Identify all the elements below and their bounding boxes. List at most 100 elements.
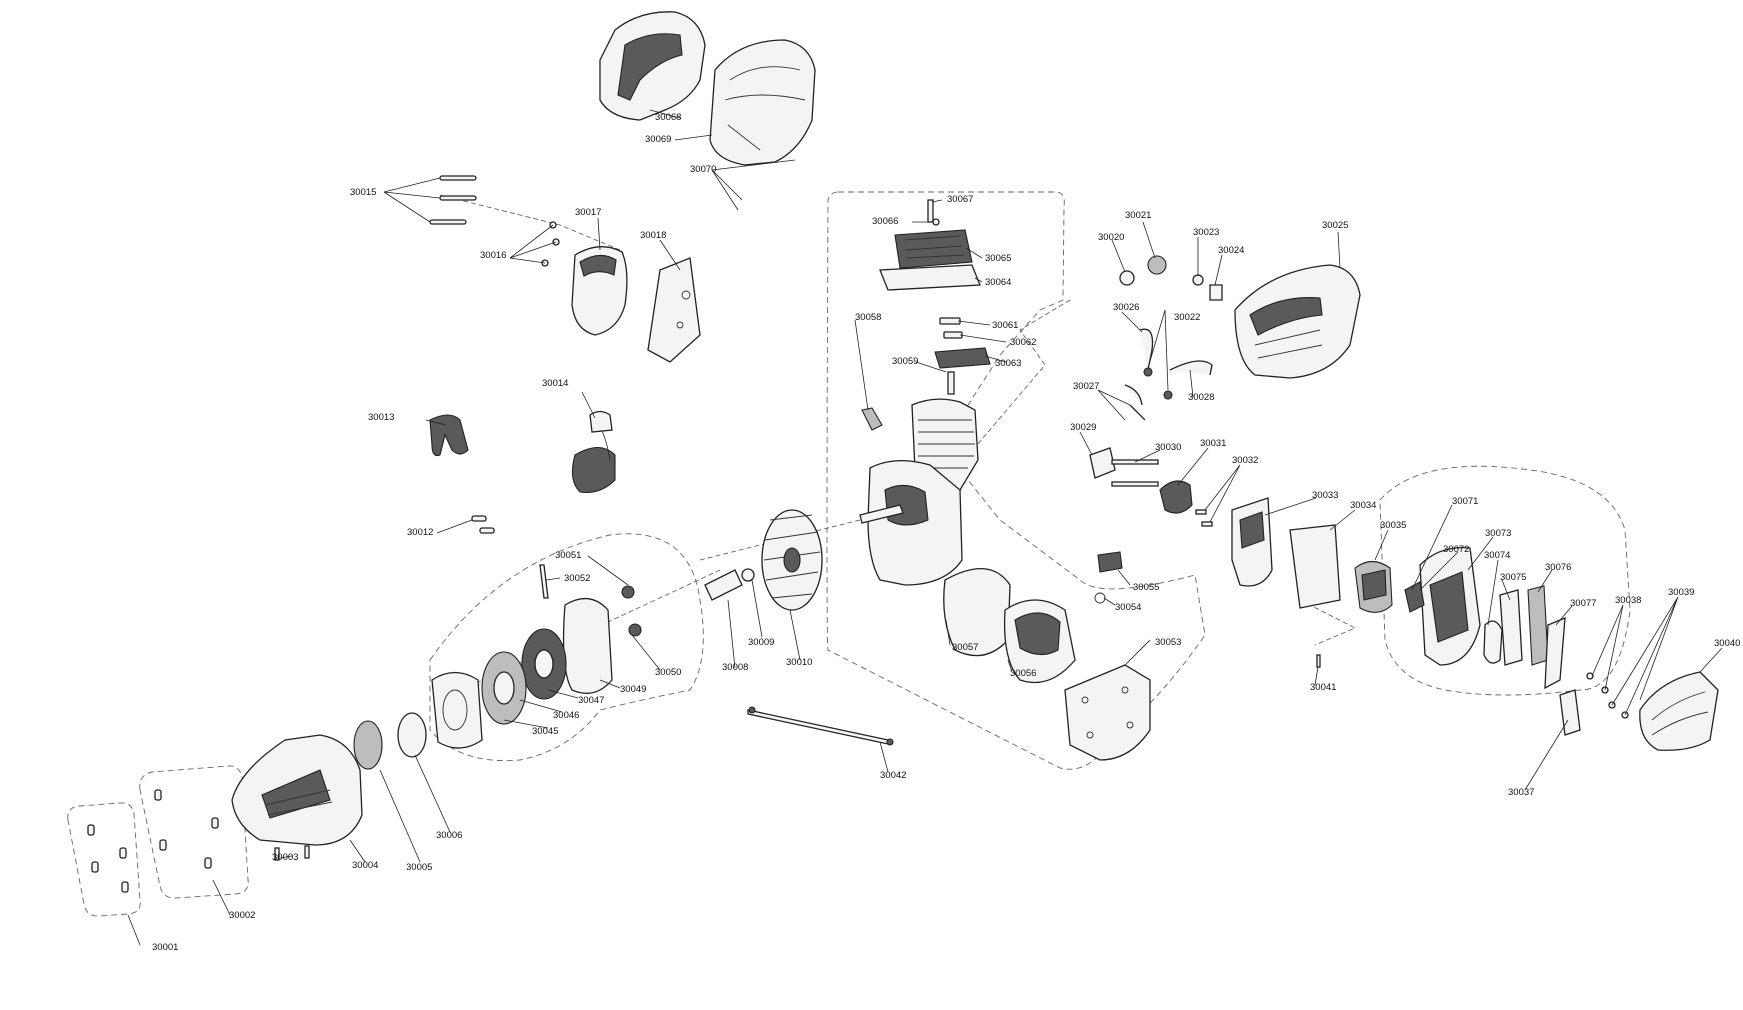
label-30055: 30055 — [1133, 582, 1159, 593]
label-30014: 30014 — [542, 378, 568, 389]
label-30073: 30073 — [1485, 528, 1511, 539]
reed-valve-parts-30059-30063 — [934, 317, 991, 395]
kill-switch-30013 — [429, 414, 469, 457]
label-30027: 30027 — [1073, 381, 1099, 392]
o-ring-30020 — [1119, 270, 1135, 286]
recoil-starter-group-outline — [429, 533, 704, 762]
bolts-30030 — [1111, 459, 1159, 487]
starter-housing-30045 — [431, 671, 483, 749]
fuel-line-30027 — [1124, 384, 1146, 421]
carb-adapter-30031 — [1159, 480, 1193, 514]
label-30033: 30033 — [1312, 490, 1338, 501]
engine-cover-right-detail — [724, 66, 806, 151]
fuel-cap-30021 — [1147, 255, 1167, 275]
fuel-tank-vents — [1249, 297, 1323, 336]
label-30041: 30041 — [1310, 682, 1336, 693]
label-30009: 30009 — [748, 637, 774, 648]
recoil-spring-inner — [493, 671, 515, 705]
starter-pawl-30050b — [628, 623, 642, 637]
assembly-line-screws-30015 — [439, 194, 621, 251]
cover-plate-outline-30002 — [139, 765, 249, 899]
flywheel-hub — [783, 547, 801, 573]
fuel-line-30026 — [1139, 328, 1154, 371]
starter-pawl-30050a — [621, 585, 635, 599]
label-30042: 30042 — [880, 770, 906, 781]
crankcase-detail — [884, 484, 929, 526]
drive-housing-fins — [264, 789, 333, 816]
label-30022: 30022 — [1174, 312, 1200, 323]
screws-30015 — [429, 175, 477, 225]
label-30021: 30021 — [1125, 210, 1151, 221]
label-30069: 30069 — [645, 134, 671, 145]
label-30045: 30045 — [532, 726, 558, 737]
washer-30066 — [932, 218, 940, 226]
label-30062: 30062 — [1010, 337, 1036, 348]
label-30057: 30057 — [952, 642, 978, 653]
label-30054: 30054 — [1115, 602, 1141, 613]
label-30075: 30075 — [1500, 572, 1526, 583]
label-30030: 30030 — [1155, 442, 1181, 453]
label-30077: 30077 — [1570, 598, 1596, 609]
label-30024: 30024 — [1218, 245, 1244, 256]
label-30034: 30034 — [1350, 500, 1376, 511]
clutch-30005 — [353, 720, 383, 770]
starter-pulley-30049 — [562, 598, 613, 694]
muffler-detail — [904, 235, 965, 259]
cover-plate-outline-30001 — [67, 802, 141, 917]
label-30001: 30001 — [152, 942, 178, 953]
label-30003: 30003 — [272, 852, 298, 863]
label-30037: 30037 — [1508, 787, 1534, 798]
label-30074: 30074 — [1484, 550, 1510, 561]
label-30028: 30028 — [1188, 392, 1214, 403]
label-30067: 30067 — [947, 194, 973, 205]
label-30016: 30016 — [480, 250, 506, 261]
label-30046: 30046 — [553, 710, 579, 721]
label-30013: 30013 — [368, 412, 394, 423]
fuel-tank-ribs — [1254, 329, 1323, 359]
gasket-30074 — [1483, 620, 1503, 664]
label-30018: 30018 — [640, 230, 666, 241]
air-filter-cover-30040 — [1639, 671, 1719, 751]
screw-30041 — [1316, 654, 1321, 668]
label-30064: 30064 — [985, 277, 1011, 288]
label-30072: 30072 — [1443, 544, 1469, 555]
label-30004: 30004 — [352, 860, 378, 871]
label-30002: 30002 — [229, 910, 255, 921]
screws-30039 — [1608, 701, 1629, 719]
muffler-30065 — [894, 229, 973, 269]
primer-30055 — [1097, 551, 1123, 573]
label-30051: 30051 — [555, 550, 581, 561]
sleeve-30008 — [704, 569, 743, 601]
label-30040: 30040 — [1714, 638, 1740, 649]
label-30049: 30049 — [620, 684, 646, 695]
grommet-30023 — [1192, 274, 1204, 286]
label-30026: 30026 — [1113, 302, 1139, 313]
air-filter-cover-30040-detail — [1651, 691, 1709, 736]
gasket-30029 — [1089, 447, 1116, 479]
label-30052: 30052 — [564, 573, 590, 584]
label-30038: 30038 — [1615, 595, 1641, 606]
label-30070: 30070 — [690, 164, 716, 175]
label-30066: 30066 — [872, 216, 898, 227]
label-30035: 30035 — [1380, 520, 1406, 531]
air-filter-housing-detail — [1429, 571, 1469, 643]
label-30008: 30008 — [722, 662, 748, 673]
label-30010: 30010 — [786, 657, 812, 668]
gasket-30057 — [943, 567, 1011, 657]
fuel-system-group-outline — [1379, 465, 1631, 696]
spark-plug-30058 — [861, 407, 883, 431]
drive-housing-detail — [261, 769, 331, 819]
label-30061: 30061 — [992, 320, 1018, 331]
label-30025: 30025 — [1322, 220, 1348, 231]
leader-lines — [127, 109, 1723, 946]
label-30020: 30020 — [1098, 232, 1124, 243]
label-30068: 30068 — [655, 112, 681, 123]
throttle-cable-30042 — [747, 709, 889, 745]
label-30050: 30050 — [655, 667, 681, 678]
label-30059: 30059 — [892, 356, 918, 367]
washer-30006 — [397, 712, 427, 758]
starter-housing-hole — [442, 689, 468, 731]
fuel-filter-30022b — [1163, 390, 1173, 400]
latch-30037 — [1559, 689, 1581, 736]
screws-30001 — [87, 824, 129, 893]
